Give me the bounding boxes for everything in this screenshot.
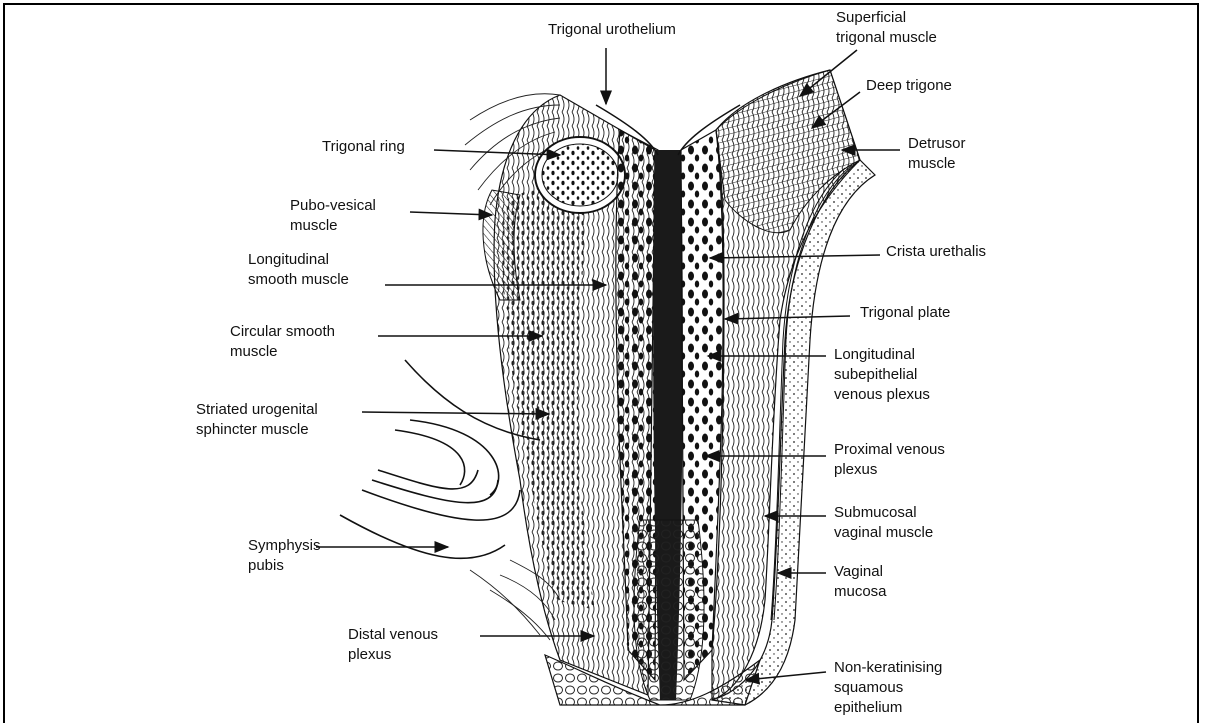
- label-circular-smooth-muscle: Circular smooth muscle: [230, 322, 335, 362]
- label-superficial-trigonal-muscle: Superficial trigonal muscle: [836, 8, 937, 48]
- label-trigonal-plate: Trigonal plate: [860, 303, 950, 323]
- label-symphysis-pubis: Symphysis pubis: [248, 536, 321, 576]
- pubo-vesical-region: [483, 190, 520, 300]
- label-distal-venous-plexus: Distal venous plexus: [348, 625, 438, 665]
- label-longitudinal-subepithelial-venous-plexus: Longitudinal subepithelial venous plexus: [834, 345, 930, 405]
- label-deep-trigone: Deep trigone: [866, 76, 952, 96]
- label-pubo-vesical-muscle: Pubo-vesical muscle: [290, 196, 376, 236]
- label-striated-urogenital-sphincter-muscle: Striated urogenital sphincter muscle: [196, 400, 318, 440]
- label-vaginal-mucosa: Vaginal mucosa: [834, 562, 887, 602]
- label-trigonal-ring: Trigonal ring: [322, 137, 405, 157]
- label-proximal-venous-plexus: Proximal venous plexus: [834, 440, 945, 480]
- label-trigonal-urothelium: Trigonal urothelium: [548, 20, 676, 40]
- label-submucosal-vaginal-muscle: Submucosal vaginal muscle: [834, 503, 933, 543]
- label-crista-urethalis: Crista urethalis: [886, 242, 986, 262]
- label-non-keratinising-squamous-epithelium: Non-keratinising squamous epithelium: [834, 658, 942, 718]
- label-detrusor-muscle: Detrusor muscle: [908, 134, 966, 174]
- label-longitudinal-smooth-muscle: Longitudinal smooth muscle: [248, 250, 349, 290]
